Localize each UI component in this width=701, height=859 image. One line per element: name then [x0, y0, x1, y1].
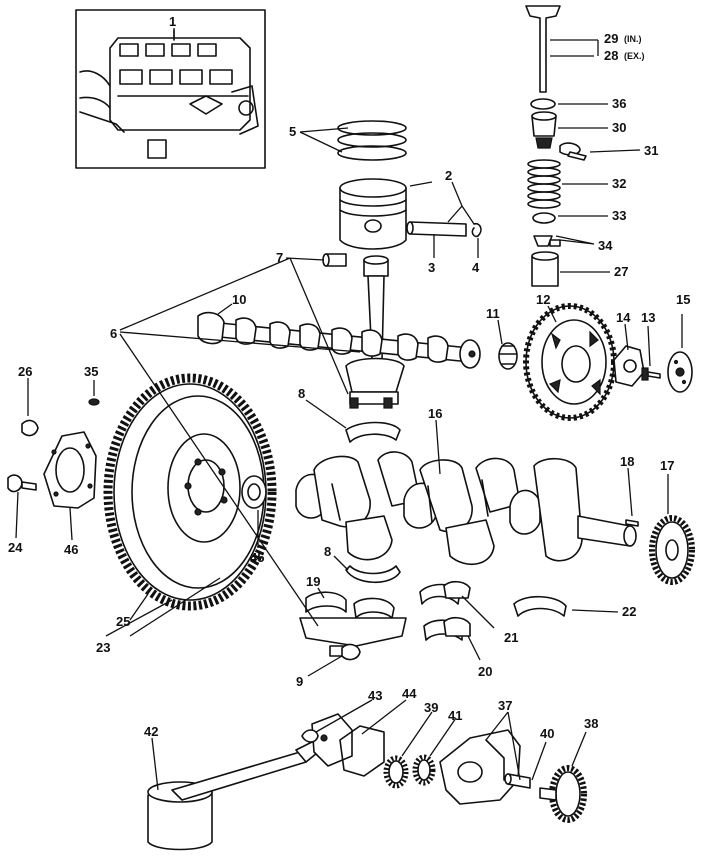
oil-pump-screen: [147, 737, 329, 851]
pilot-bearing: [241, 475, 267, 509]
crankshaft: [295, 451, 637, 565]
front-main-bearing: [513, 595, 567, 617]
callout-40: 40: [540, 726, 554, 741]
plate-bolt: [21, 419, 39, 437]
callout-9: 9: [296, 674, 303, 689]
piston-pin: [406, 221, 467, 237]
valve-keys: [559, 142, 587, 161]
callout-1: 1: [169, 14, 176, 29]
callout-33: 33: [612, 208, 626, 223]
spring-washer: [532, 212, 556, 224]
callout-14: 14: [616, 310, 631, 325]
flywheel-plate: [43, 431, 97, 509]
callout-8-lower: 8: [324, 544, 331, 559]
oil-pump-gear-drive: [412, 754, 436, 786]
rod-bearing-lower: [345, 565, 401, 583]
oil-pump-bolt: [301, 729, 319, 743]
rod-cap-bolt: [341, 643, 361, 661]
callout-42: 42: [144, 724, 158, 739]
pin-retainer: [471, 222, 482, 238]
callout-25: 25: [116, 614, 130, 629]
callout-36: 36: [612, 96, 626, 111]
callout-8-upper: 8: [298, 386, 305, 401]
oil-pump-gear-driven: [383, 755, 409, 789]
camshaft-gear: [523, 303, 617, 421]
oil-pump-drive-gear: [539, 765, 587, 823]
leader-lines: [15, 28, 683, 791]
flywheel-bolt: [7, 474, 37, 493]
callout-23: 23: [96, 640, 110, 655]
camshaft: [197, 311, 481, 369]
callout-10: 10: [232, 292, 246, 307]
oil-pump-body: [439, 729, 521, 805]
callout-3: 3: [428, 260, 435, 275]
intermediate-bearing-lower: [423, 616, 471, 641]
rod-bearing-upper: [345, 421, 401, 443]
valve-seal: [530, 98, 556, 110]
callout-27: 27: [614, 264, 628, 279]
callout-19: 19: [306, 574, 320, 589]
callout-15: 15: [676, 292, 690, 307]
inset-engine-block: [75, 9, 266, 169]
callout-31: 31: [644, 143, 658, 158]
callout-11: 11: [486, 306, 500, 321]
thrust-plate-bolt: [641, 367, 661, 381]
oil-pump-cover: [311, 713, 353, 767]
callout-21: 21: [504, 630, 518, 645]
callout-28: 28: [604, 48, 618, 63]
callout-4: 4: [472, 260, 480, 275]
callout-43: 43: [368, 688, 382, 703]
intermediate-bearing-upper: [419, 580, 471, 605]
piston: [339, 178, 407, 250]
callout-34: 34: [598, 238, 613, 253]
valve-spring: [527, 159, 561, 209]
callout-2: 2: [445, 168, 452, 183]
callout-20: 20: [478, 664, 492, 679]
callout-46: 46: [64, 542, 78, 557]
callout-16: 16: [428, 406, 442, 421]
callout-24: 24: [8, 540, 23, 555]
camshaft-washer: [667, 351, 693, 393]
callout-30: 30: [612, 120, 626, 135]
callout-13: 13: [641, 310, 655, 325]
oil-pump-shaft: [504, 773, 531, 789]
rear-main-bearing: [305, 591, 395, 619]
callout-22: 22: [622, 604, 636, 619]
callout-44: 44: [402, 686, 417, 701]
callout-37: 37: [498, 698, 512, 713]
oil-pump-gasket: [339, 725, 385, 777]
callout-41: 41: [448, 708, 462, 723]
crankshaft-gear: [649, 515, 695, 585]
callout-26: 26: [18, 364, 32, 379]
flywheel: [103, 373, 277, 611]
note-intake: (IN.): [624, 34, 642, 44]
callout-39: 39: [424, 700, 438, 715]
valve-tappet: [531, 251, 559, 287]
callout-29: 29: [604, 31, 618, 46]
thrust-plate: [613, 345, 645, 387]
callout-32: 32: [612, 176, 626, 191]
piston-rings: [337, 120, 407, 161]
valve-rotator: [531, 111, 557, 149]
callout-38: 38: [584, 716, 598, 731]
callout-17: 17: [660, 458, 674, 473]
valve: [525, 5, 561, 93]
callout-12: 12: [536, 292, 550, 307]
callout-5: 5: [289, 124, 296, 139]
callout-7: 7: [276, 250, 283, 265]
camshaft-spacer: [498, 342, 518, 370]
dowel-pin: [88, 398, 100, 406]
note-exhaust: (EX.): [624, 51, 645, 61]
rod-bushing: [322, 253, 347, 267]
callout-45: 45: [250, 550, 264, 565]
crank-key: [625, 519, 639, 527]
push-rod-guide: [533, 235, 561, 247]
callout-labels: 1 2 3 4 5 6 7 8 8 9 10 11 12 13 14 15 16…: [8, 14, 690, 741]
callout-35: 35: [84, 364, 98, 379]
callout-6: 6: [110, 326, 117, 341]
callout-18: 18: [620, 454, 634, 469]
